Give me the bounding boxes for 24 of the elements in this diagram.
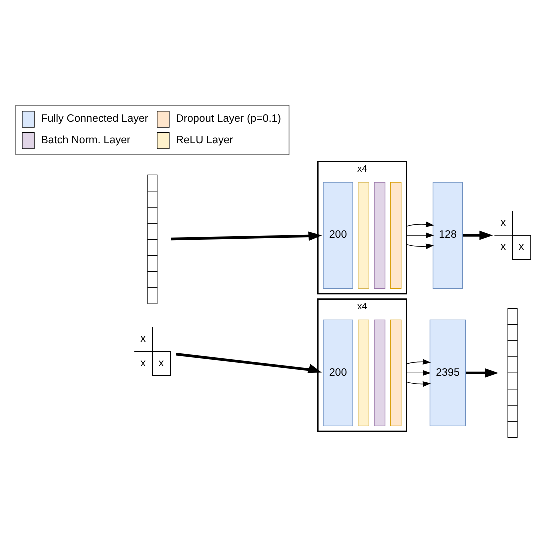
- arrow: [170, 232, 322, 242]
- arrow: [406, 370, 432, 376]
- legend-label: Batch Norm. Layer: [41, 134, 131, 146]
- node-bar: [358, 320, 370, 427]
- node-bar: [390, 320, 402, 427]
- node-box: 2395: [430, 320, 466, 427]
- arrow: [406, 359, 432, 365]
- arrow: [406, 232, 434, 238]
- arrow: [406, 244, 434, 250]
- arrow: [406, 381, 432, 388]
- node-bar: [374, 320, 386, 427]
- legend-label: ReLU Layer: [176, 134, 234, 146]
- legend-label: Fully Connected Layer: [41, 113, 149, 126]
- arrow: [176, 353, 322, 374]
- node-bar: [374, 182, 386, 289]
- arrow: [463, 230, 494, 240]
- node-box: 128: [432, 182, 464, 289]
- legend-label: Dropout Layer (p=0.1): [176, 113, 282, 126]
- arrow: [466, 368, 499, 378]
- node-bar: [390, 182, 402, 289]
- node-bar: [358, 182, 370, 289]
- node-box: 200: [323, 182, 354, 289]
- node-box: 200: [323, 320, 354, 427]
- arrow: [406, 222, 434, 228]
